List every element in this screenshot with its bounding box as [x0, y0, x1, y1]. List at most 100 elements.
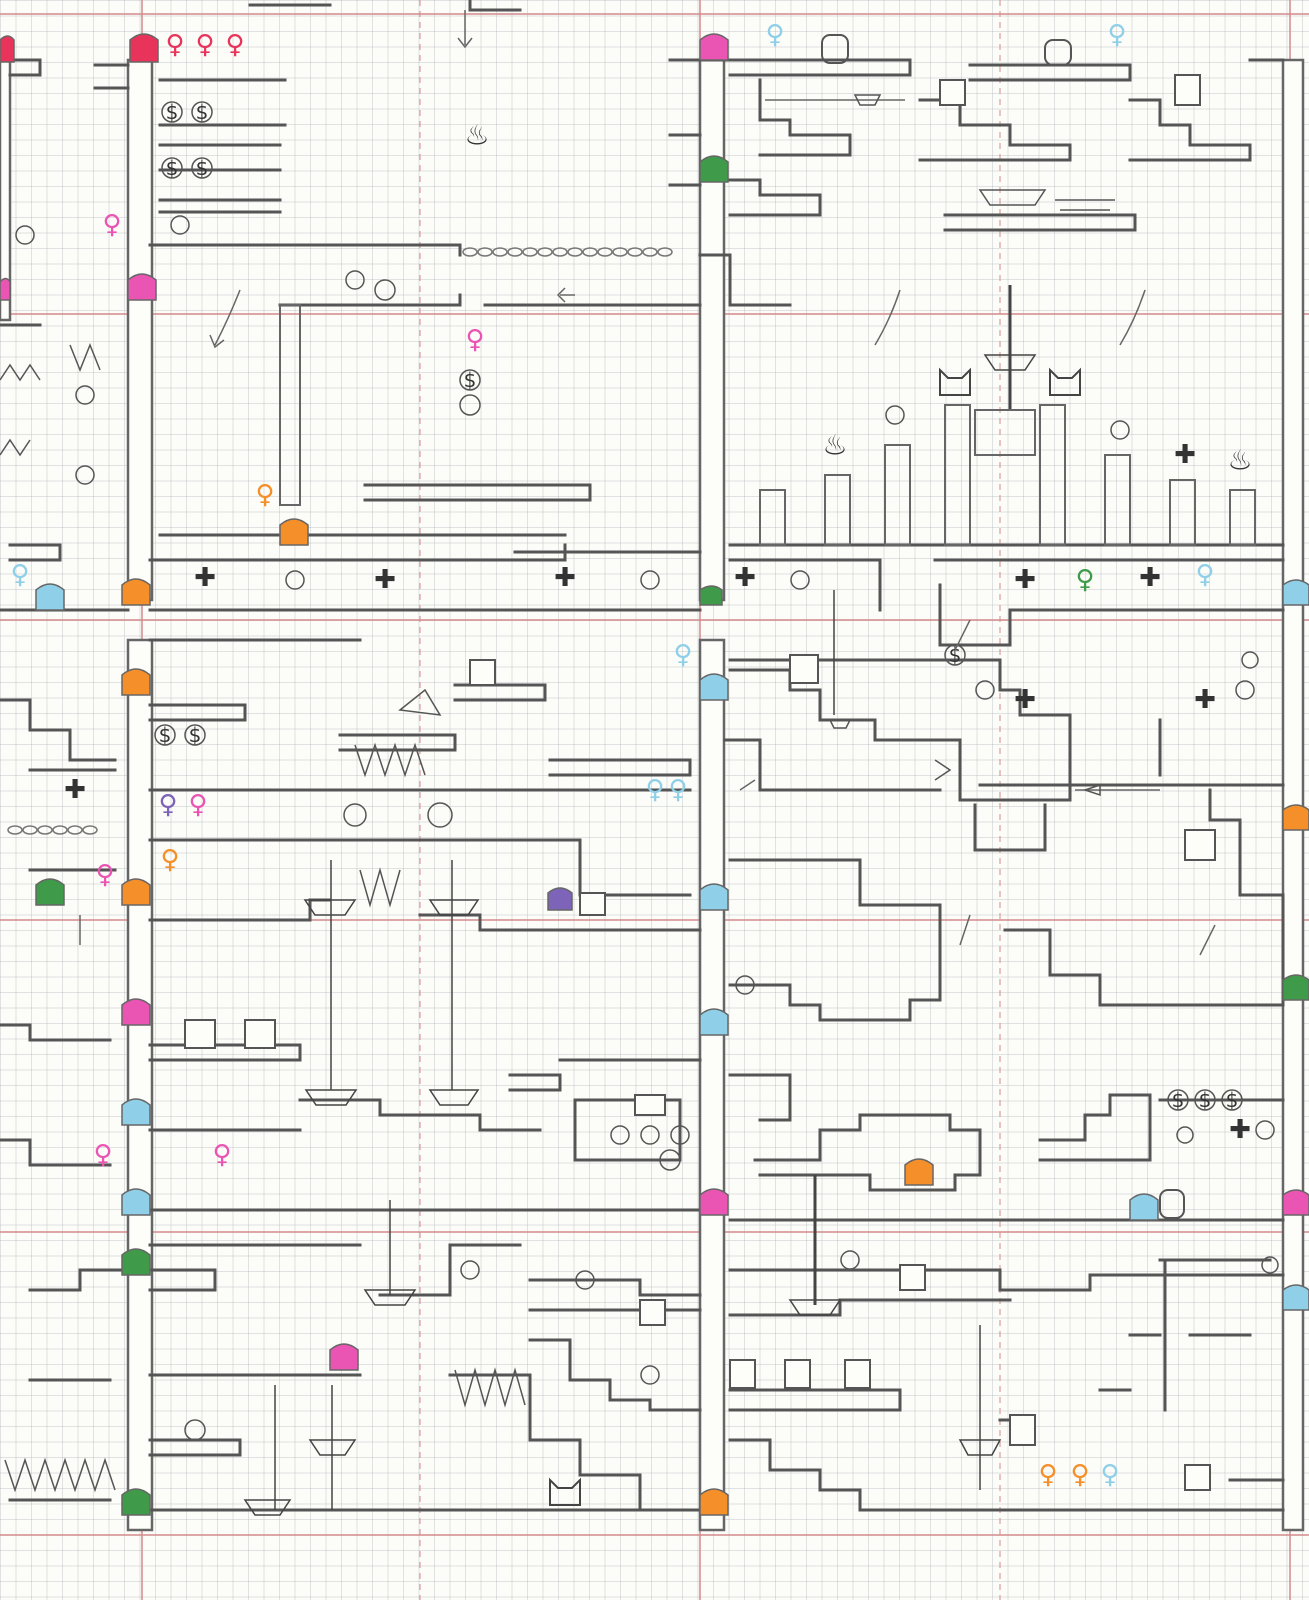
crate-icon [845, 1360, 870, 1388]
door-icon [36, 879, 64, 905]
flame-icon: ♨ [464, 119, 489, 152]
elevator-icon [305, 900, 355, 915]
crate-icon [900, 1265, 925, 1290]
key-icon: ♀ [1038, 1460, 1057, 1490]
key-icon: ♀ [95, 860, 114, 890]
key-icon: ♀ [195, 30, 214, 60]
potion-icon [1242, 652, 1258, 668]
potion-icon [1256, 1121, 1274, 1139]
barrel-icon [1160, 1190, 1184, 1218]
potion-icon [791, 571, 809, 589]
door-icon [1283, 1285, 1309, 1310]
door-icon [700, 1189, 728, 1215]
key-icon: ♀ [1100, 1460, 1119, 1490]
spikes-icon [935, 760, 950, 780]
health-cross-icon: ✚ [734, 563, 756, 593]
elevator-icon [430, 1090, 478, 1105]
door-icon [122, 579, 150, 605]
potion-icon [1236, 681, 1254, 699]
health-cross-icon: ✚ [1139, 563, 1161, 593]
cat-enemy-icon [940, 370, 970, 395]
potion-icon [185, 1420, 205, 1440]
potion-icon [76, 466, 94, 484]
key-icon: ♀ [93, 1140, 112, 1170]
crate-icon [470, 660, 495, 685]
key-icon: ♀ [765, 20, 784, 50]
door-icon [122, 1249, 150, 1275]
door-icon [700, 1489, 728, 1515]
health-cross-icon: ✚ [1014, 565, 1036, 595]
potion-icon [1111, 421, 1129, 439]
elevator-icon [306, 1090, 356, 1105]
door-icon [0, 36, 14, 62]
key-icon: ♀ [1075, 565, 1094, 595]
money-bag-icons: $ $ $ $ $ $ $ $ $ $ $ [159, 100, 1239, 1112]
crate-icon [940, 80, 965, 105]
cat-enemy-icon [1050, 370, 1080, 395]
door-icon [36, 584, 64, 610]
door-icon [122, 1099, 150, 1125]
key-icon: ♀ [165, 30, 184, 60]
chain-icon [8, 826, 97, 834]
key-icon: ♀ [10, 560, 29, 590]
key-icon: ♀ [102, 210, 121, 240]
potion-icon [641, 1366, 659, 1384]
door-icon [122, 999, 150, 1025]
key-icon: ♀ [212, 1140, 231, 1170]
health-cross-icon: ✚ [194, 563, 216, 593]
potion-icon [346, 271, 364, 289]
spikes-icon [70, 345, 100, 370]
spikes-icon [5, 1460, 115, 1490]
key-icon: ♀ [1107, 20, 1126, 50]
door-icon [1130, 1194, 1158, 1220]
potion-icon [460, 395, 480, 415]
crate-icon [730, 1360, 755, 1388]
health-cross-icon: ✚ [1194, 685, 1216, 715]
door-icon [0, 279, 10, 301]
health-cross-icon: ✚ [1229, 1115, 1251, 1145]
flame-icons: ♨ ♨ ♨ [464, 119, 1252, 477]
crate-icon [635, 1095, 665, 1115]
potion-icon [375, 280, 395, 300]
flame-icon: ♨ [822, 429, 847, 462]
potion-icon [611, 1126, 629, 1144]
door-icon [122, 879, 150, 905]
potion-icon [1177, 1127, 1193, 1143]
health-cross-icon: ✚ [554, 563, 576, 593]
key-icon: ♀ [673, 640, 692, 670]
crate-icon [1185, 830, 1215, 860]
door-icon [700, 586, 722, 605]
crate-icon [1010, 1415, 1035, 1445]
cat-enemy-icon [550, 1480, 580, 1505]
potion-icon [886, 406, 904, 424]
key-icon: ♀ [188, 790, 207, 820]
potion-icon [641, 1126, 659, 1144]
elevator-icon [245, 1500, 290, 1515]
key-icon: ♀ [1195, 560, 1214, 590]
flame-icon: ♨ [1227, 444, 1252, 477]
door-icon [700, 156, 728, 182]
barrel-icons [822, 35, 1184, 1218]
door-icon [122, 1489, 150, 1515]
health-cross-icon: ✚ [1014, 685, 1036, 715]
elevator-icons [245, 355, 1035, 1515]
health-cross-icon: ✚ [64, 775, 86, 805]
door-icon [130, 34, 158, 62]
door-icon [122, 669, 150, 695]
door-icon [700, 1009, 728, 1035]
key-icon: ♀ [1070, 1460, 1089, 1490]
potion-icon [428, 803, 452, 827]
switch-icon [1055, 200, 1115, 210]
door-icon [280, 519, 308, 545]
key-icon: ♀ [158, 790, 177, 820]
door-icon [905, 1159, 933, 1185]
door-icon [330, 1344, 358, 1370]
crate-icon [790, 655, 818, 683]
door-icon [548, 888, 572, 910]
key-icon: ♀ [668, 775, 687, 805]
potion-icon [171, 216, 189, 234]
potion-icon [641, 571, 659, 589]
potion-icon [461, 1261, 479, 1279]
chain-icon [463, 248, 672, 256]
health-cross-icon: ✚ [374, 565, 396, 595]
